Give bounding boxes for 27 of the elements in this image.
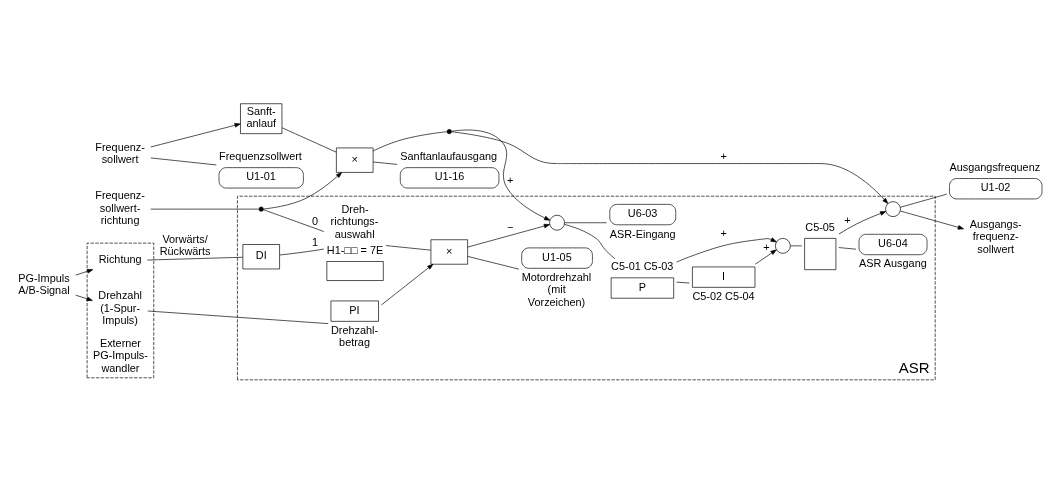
- node-label: Motordrehzahl (mit Vorzeichen): [521, 270, 592, 308]
- node-text: Richtung: [98, 252, 142, 265]
- node-label: C5-05: [805, 220, 835, 233]
- node-text: Ausgangs- frequenz- sollwert: [969, 217, 1022, 255]
- node-label: Sanftanlaufausgang: [400, 149, 498, 162]
- edge-label: 0: [311, 214, 318, 227]
- node-label: ASR-Eingang: [609, 227, 676, 240]
- edge-label: +: [844, 213, 851, 226]
- edge-label: Vorwärts/ Rückwärts: [159, 232, 211, 257]
- edge-label: −: [506, 220, 514, 233]
- node-label: ASR Ausgang: [859, 256, 927, 269]
- node-label: Dreh- richtungs- auswahl: [330, 202, 379, 240]
- node-label: Frequenzsollwert: [219, 149, 302, 162]
- node-text: Frequenz- sollwert- richtung: [95, 188, 145, 226]
- node-text: Frequenz- sollwert: [95, 140, 145, 165]
- edge-label: +: [506, 173, 514, 186]
- edge-label: +: [720, 149, 727, 162]
- node-label: H1-□□ = 7E: [326, 243, 384, 256]
- node-text: PG-Impuls A/B-Signal: [18, 271, 70, 296]
- node-label: Drehzahl- betrag: [330, 323, 379, 348]
- node-label: C5-01 C5-03: [611, 259, 674, 272]
- edge-label: +: [720, 226, 727, 239]
- node-text: Drehzahl (1-Spur- Impuls): [98, 288, 142, 326]
- edge-label: 1: [311, 235, 318, 248]
- edge-label: +: [763, 240, 770, 253]
- node-label: Ausgangsfrequenz: [949, 160, 1041, 173]
- node-label: C5-02 C5-04: [692, 289, 755, 302]
